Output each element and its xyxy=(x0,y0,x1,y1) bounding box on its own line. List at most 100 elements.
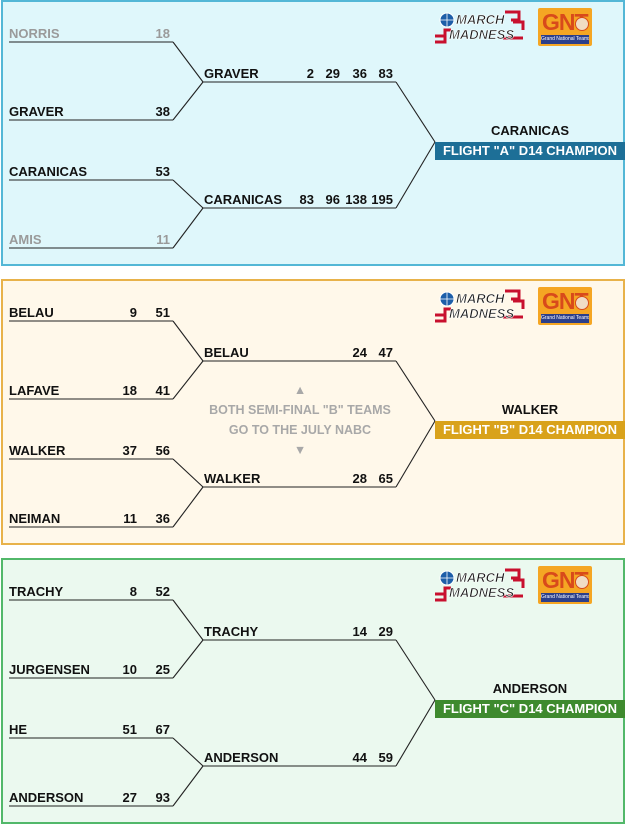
anniversary-badge-icon xyxy=(575,17,589,31)
march-madness-line2: MADNESS xyxy=(449,306,514,321)
anniversary-badge-icon xyxy=(575,296,589,310)
semifinal-team-name: WALKER xyxy=(204,471,261,486)
connector-line xyxy=(172,207,204,249)
connector-line xyxy=(395,81,436,143)
team-score: 25 xyxy=(155,662,170,677)
semifinal-team-name: GRAVER xyxy=(204,66,259,81)
semifinal-score: 2 xyxy=(306,66,314,81)
team-name: TRACHY xyxy=(9,584,64,599)
connector-line xyxy=(395,699,436,767)
team-name: BELAU xyxy=(9,305,54,320)
connector-line xyxy=(395,639,436,701)
team-score: 56 xyxy=(155,443,170,458)
semifinal-score: 83 xyxy=(378,66,393,81)
semifinal-score: 65 xyxy=(378,471,393,486)
connector-line xyxy=(395,141,436,209)
semifinal-score: 36 xyxy=(352,66,367,81)
bracket-lines xyxy=(9,599,436,807)
team-score: 18 xyxy=(155,26,170,41)
team-score: 51 xyxy=(155,305,170,320)
champion-name: CARANICAS xyxy=(491,123,569,138)
connector-line xyxy=(395,360,436,422)
march-madness-line2: MADNESS xyxy=(449,27,514,42)
basketball-icon xyxy=(439,291,455,307)
team-name: WALKER xyxy=(9,443,66,458)
arrow-up-icon: ▲ xyxy=(293,383,307,397)
gnt-logo-subtitle: Grand National Teams xyxy=(541,314,589,323)
basketball-icon xyxy=(439,12,455,28)
semifinal-score: 59 xyxy=(378,750,393,765)
team-score: 9 xyxy=(129,305,137,320)
team-score: 36 xyxy=(155,511,170,526)
champion-label: FLIGHT "A" D14 CHAMPION xyxy=(435,142,625,160)
semifinal-score: 44 xyxy=(352,750,367,765)
team-score: 51 xyxy=(122,722,137,737)
connector-line xyxy=(172,81,204,121)
march-madness-line1: MARCH xyxy=(456,570,505,585)
team-score: 11 xyxy=(123,511,137,526)
connector-line xyxy=(172,320,204,362)
connector-line xyxy=(172,639,204,679)
semifinal-score: 28 xyxy=(352,471,367,486)
semifinal-score: 96 xyxy=(325,192,340,207)
gnt-logo-subtitle: Grand National Teams xyxy=(541,593,589,602)
connector-line xyxy=(395,420,436,488)
march-madness-line2: MADNESS xyxy=(449,585,514,600)
semifinal-score: 24 xyxy=(352,345,367,360)
team-name: JURGENSEN xyxy=(9,662,90,677)
team-score: 10 xyxy=(122,662,137,677)
team-score: 37 xyxy=(122,443,137,458)
team-name: AMIS xyxy=(9,232,42,247)
semifinal-note-line2: GO TO THE JULY NABC xyxy=(228,423,372,437)
team-name: ANDERSON xyxy=(9,790,84,805)
semifinal-score: 29 xyxy=(325,66,340,81)
semifinal-team-name: BELAU xyxy=(204,345,249,360)
team-score: 41 xyxy=(155,383,170,398)
team-score: 38 xyxy=(155,104,170,119)
semifinal-note-line1: BOTH SEMI-FINAL "B" TEAMS xyxy=(209,403,391,417)
march-madness-line1: MARCH xyxy=(456,12,505,27)
semifinal-team-name: ANDERSON xyxy=(204,750,279,765)
semifinal-team-name: CARANICAS xyxy=(204,192,282,207)
team-score: 53 xyxy=(155,164,170,179)
team-score: 8 xyxy=(129,584,137,599)
semifinal-score: 195 xyxy=(371,192,393,207)
team-name: HE xyxy=(9,722,28,737)
connector-line xyxy=(172,486,204,528)
team-name: CARANICAS xyxy=(9,164,87,179)
champion-label: FLIGHT "B" D14 CHAMPION xyxy=(435,421,625,439)
connector-line xyxy=(172,179,204,209)
team-score: 52 xyxy=(155,584,170,599)
bracket-lines xyxy=(9,320,436,528)
connector-line xyxy=(172,737,204,767)
march-madness-line1: MARCH xyxy=(456,291,505,306)
basketball-icon xyxy=(439,570,455,586)
semifinal-score: 138 xyxy=(345,192,367,207)
connector-line xyxy=(172,360,204,400)
team-score: 67 xyxy=(155,722,170,737)
connector-line xyxy=(172,41,204,83)
team-name: GRAVER xyxy=(9,104,64,119)
team-name: LAFAVE xyxy=(9,383,60,398)
team-score: 27 xyxy=(122,790,137,805)
team-score: 93 xyxy=(155,790,170,805)
connector-line xyxy=(172,599,204,641)
semifinal-score: 14 xyxy=(352,624,367,639)
champion-name: WALKER xyxy=(501,402,559,417)
connector-line xyxy=(172,765,204,807)
semifinal-score: 29 xyxy=(378,624,393,639)
semifinal-team-name: TRACHY xyxy=(204,624,259,639)
gnt-logo-subtitle: Grand National Teams xyxy=(541,35,589,44)
team-score: 18 xyxy=(122,383,137,398)
connector-line xyxy=(172,458,204,488)
